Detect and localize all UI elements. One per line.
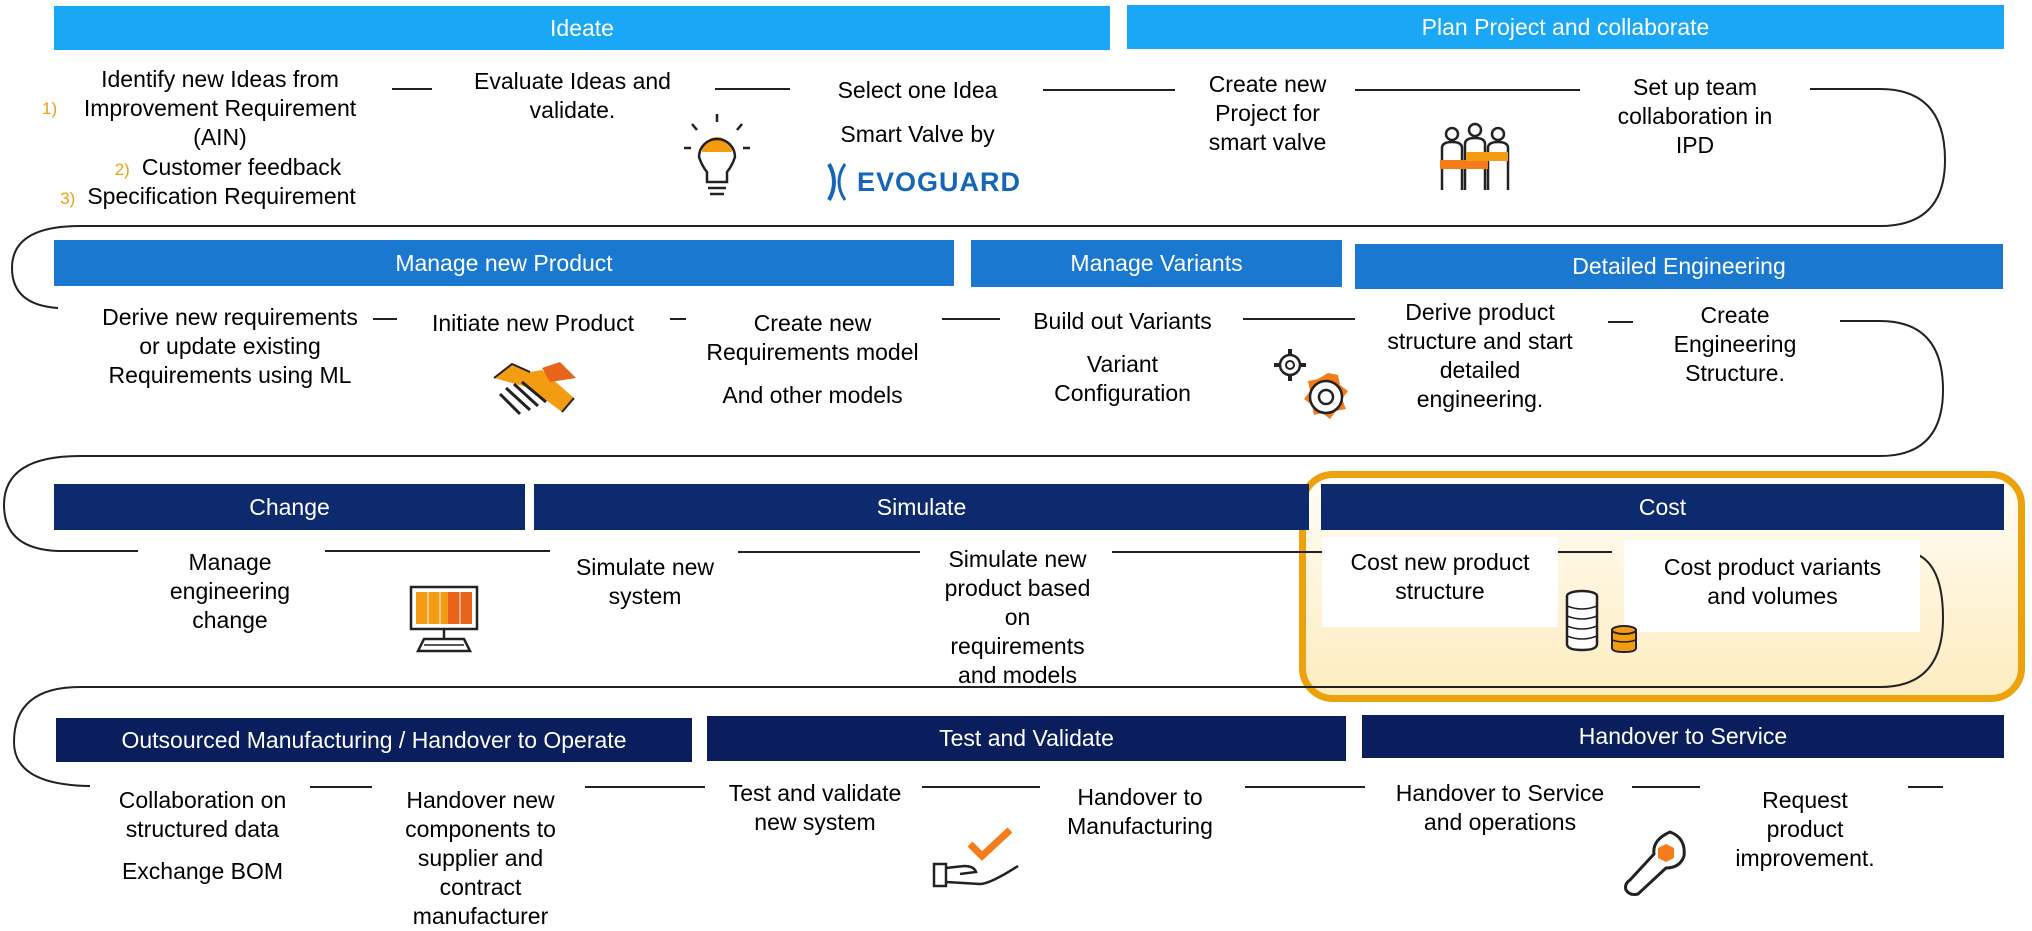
connector-line [325, 550, 550, 552]
connector-line [942, 318, 1000, 320]
select-idea-text: Select one Idea [837, 77, 998, 103]
team-icon [1440, 122, 1510, 190]
connector-line [1355, 89, 1580, 91]
phase-header-manage-variants: Manage Variants [971, 240, 1342, 287]
initiate-product-text: Initiate new Product [431, 310, 634, 336]
connector-line [738, 551, 920, 553]
phase-header-detailed-engineering: Detailed Engineering [1355, 244, 2003, 289]
evoguard-logo-mark-icon [827, 163, 847, 201]
phase-header-manage-product: Manage new Product [54, 240, 954, 286]
smart-valve-text: Smart Valve by [840, 121, 995, 147]
wrench-icon [1624, 830, 1686, 896]
connector-line [715, 88, 790, 90]
build-variants-text: Build out Variants [1033, 308, 1212, 334]
check-hand-icon [932, 827, 1019, 888]
connector-line [310, 786, 372, 788]
evoguard-logo: EVOGUARD [825, 162, 1021, 202]
exchange-bom-text: Exchange BOM [121, 858, 284, 884]
cost-variants-box [1624, 540, 1920, 632]
connector-line [585, 786, 705, 788]
computer-icon [409, 585, 479, 653]
connector-line [1632, 786, 1700, 788]
connector-line [58, 550, 138, 552]
connector-line [373, 318, 397, 320]
phase-header-change: Change [54, 484, 525, 530]
connector-line [1043, 89, 1175, 91]
connector-line [1243, 318, 1355, 320]
other-models-text: And other models [722, 382, 903, 408]
phase-header-test-validate: Test and Validate [707, 716, 1346, 761]
coins-icon [1565, 589, 1637, 654]
spec-requirement-text: 3)Specification Requirement [60, 183, 356, 209]
phase-header-ideate: Ideate [54, 6, 1110, 50]
identify-ideas-text: Identify new Ideas from 1)Improvement Re… [42, 66, 357, 150]
connector-line [1245, 786, 1365, 788]
connector-line [670, 318, 686, 320]
cost-structure-box [1322, 537, 1558, 627]
handshake-icon [493, 362, 576, 416]
connector-line [392, 88, 432, 90]
gears-icon [1274, 349, 1348, 419]
phase-header-plan: Plan Project and collaborate [1127, 5, 2004, 49]
customer-feedback-text: 2)Customer feedback [114, 154, 342, 180]
phase-header-simulate: Simulate [534, 484, 1309, 530]
lightbulb-icon [684, 114, 750, 196]
connector-line [1908, 786, 1943, 788]
phase-header-outsourced: Outsourced Manufacturing / Handover to O… [56, 718, 692, 762]
phase-header-cost: Cost [1321, 484, 2004, 530]
connector-line [1608, 321, 1633, 323]
phase-header-handover-service: Handover to Service [1362, 715, 2004, 758]
connector-line [922, 786, 1040, 788]
